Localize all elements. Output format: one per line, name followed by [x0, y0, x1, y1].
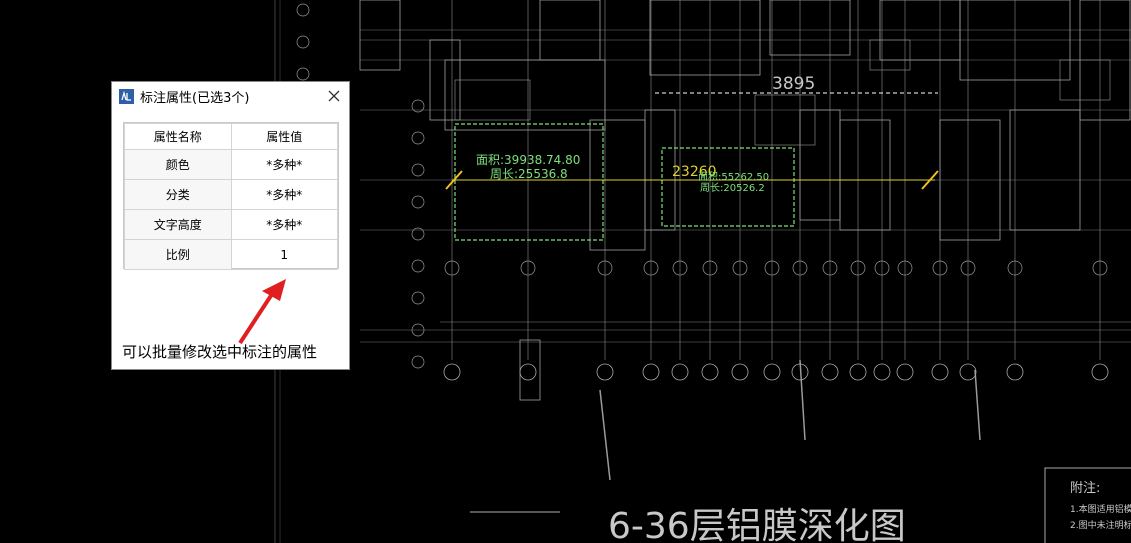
table-row[interactable]: 比例 1	[124, 239, 338, 270]
area-label-1: 面积:39938.74.80	[476, 153, 580, 167]
property-name-text-height: 文字高度	[124, 209, 232, 240]
perimeter-label-2: 周长:20526.2	[700, 182, 765, 194]
dialog-titlebar[interactable]: 标注属性(已选3个)	[112, 82, 349, 110]
hint-text: 可以批量修改选中标注的属性	[122, 343, 318, 361]
red-arrow-annotation	[238, 279, 286, 345]
top-dimension-text: 3895	[772, 74, 815, 94]
property-value-color[interactable]: *多种*	[230, 149, 338, 180]
selected-dimension-text: 23260	[672, 164, 717, 180]
property-name-scale: 比例	[124, 239, 232, 270]
axis-bubbles	[296, 3, 1109, 381]
annotation-properties-dialog[interactable]: 标注属性(已选3个) 属性名称 属性值 颜色 *多种* 分类 *多种* 文字高度…	[111, 81, 350, 370]
table-row[interactable]: 分类 *多种*	[124, 179, 338, 210]
property-value-category[interactable]: *多种*	[230, 179, 338, 210]
wall-outlines	[274, 0, 1131, 543]
area-annotation-outlines	[454, 123, 795, 241]
notes-box	[1044, 467, 1131, 543]
dimension-tick-right	[921, 170, 939, 190]
property-value-text-height[interactable]: *多种*	[230, 209, 338, 240]
dimension-tick-left	[445, 170, 463, 190]
hatch-blocks	[454, 39, 1111, 146]
area-label-2: 面积:55262.50	[698, 171, 769, 183]
app-icon	[119, 88, 134, 104]
column-header-name: 属性名称	[124, 123, 232, 150]
table-row[interactable]: 颜色 *多种*	[124, 149, 338, 180]
notes-line-1: 1.本图适用铝模板分格图	[1070, 503, 1131, 515]
property-grid[interactable]: 属性名称 属性值 颜色 *多种* 分类 *多种* 文字高度 *多种* 比例 1	[123, 122, 339, 270]
grid-header-row: 属性名称 属性值	[124, 123, 338, 150]
column-header-value: 属性值	[230, 123, 338, 150]
perimeter-label-1: 周长:25536.8	[490, 167, 568, 181]
property-name-color: 颜色	[124, 149, 232, 180]
dialog-title: 标注属性(已选3个)	[140, 90, 250, 106]
close-icon[interactable]	[323, 85, 345, 107]
notes-line-2: 2.图中未注明标高为	[1070, 519, 1131, 531]
drawing-title: 6-36层铝膜深化图	[608, 506, 906, 543]
property-value-scale[interactable]: 1	[230, 239, 338, 270]
property-name-category: 分类	[124, 179, 232, 210]
table-row[interactable]: 文字高度 *多种*	[124, 209, 338, 240]
notes-title: 附注:	[1070, 481, 1100, 496]
